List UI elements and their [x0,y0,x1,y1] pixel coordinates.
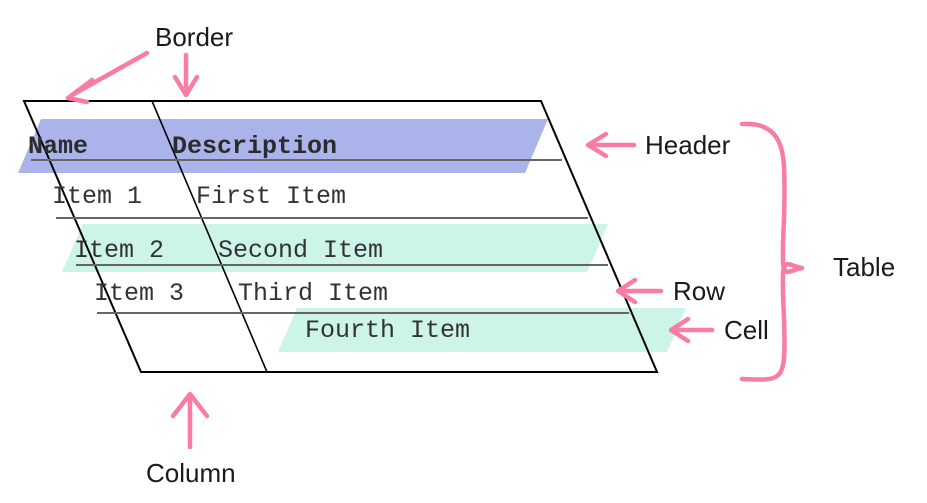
label-header: Header [645,130,731,160]
column-arrow [170,391,210,450]
cell-row4-description: Fourth Item [305,316,471,345]
border-arrow-vertical [172,52,200,98]
column-divider-line [151,100,268,373]
label-row: Row [673,276,726,306]
cell-row1-name: Item 1 [52,182,143,211]
table-outer-border [22,100,659,373]
header-arrow [585,131,637,159]
cell-arrow [668,316,715,344]
border-arrow-diagonal [65,50,150,105]
label-border: Border [155,22,234,52]
table-brace [739,121,805,382]
cell-highlight-band [278,308,686,352]
cell-row3-name: Item 3 [94,279,185,308]
label-cell: Cell [724,315,769,345]
row-highlight-band [62,224,608,272]
label-column: Column [146,458,236,488]
cell-row3-description: Third Item [238,279,389,308]
label-table: Table [833,252,896,282]
cell-row2-description: Second Item [218,236,384,265]
header-cell-name: Name [28,132,89,161]
cell-row1-description: First Item [196,182,347,211]
header-cell-description: Description [172,132,338,161]
row-arrow [615,277,664,305]
cell-row2-name: Item 2 [74,236,165,265]
